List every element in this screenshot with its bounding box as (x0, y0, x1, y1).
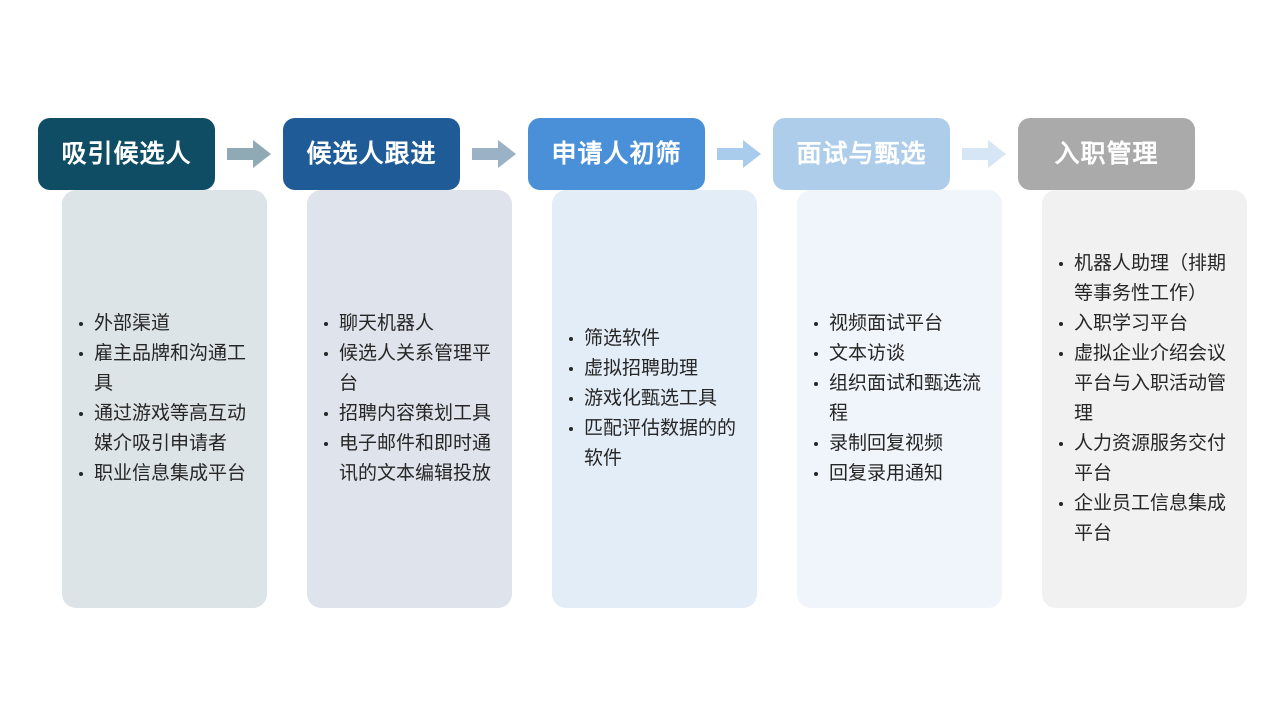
stage-item-list-onboarding-management: 机器人助理（排期等事务性工作）入职学习平台虚拟企业介绍会议平台与入职活动管理人力… (1052, 249, 1237, 549)
list-item: 人力资源服务交付平台 (1052, 429, 1237, 489)
stage-column-interview-selection: 视频面试平台文本访谈组织面试和甄选流程录制回复视频回复录用通知 面试与甄选 (773, 0, 1006, 720)
stage-column-onboarding-management: 机器人助理（排期等事务性工作）入职学习平台虚拟企业介绍会议平台与入职活动管理人力… (1018, 0, 1247, 720)
list-item: 虚拟招聘助理 (562, 354, 747, 384)
stage-item-list-interview-selection: 视频面试平台文本访谈组织面试和甄选流程录制回复视频回复录用通知 (807, 309, 992, 489)
list-item: 录制回复视频 (807, 429, 992, 459)
stage-header-onboarding-management[interactable]: 入职管理 (1018, 118, 1195, 190)
stage-column-candidate-followup: 聊天机器人候选人关系管理平台招聘内容策划工具电子邮件和即时通讯的文本编辑投放候选… (283, 0, 516, 720)
right-arrow-icon (227, 139, 271, 169)
right-arrow-icon (472, 139, 516, 169)
stage-column-applicant-screening: 筛选软件虚拟招聘助理游戏化甄选工具匹配评估数据的的软件 申请人初筛 (528, 0, 761, 720)
list-item: 匹配评估数据的的软件 (562, 414, 747, 474)
list-item: 机器人助理（排期等事务性工作） (1052, 249, 1237, 309)
stage-item-list-candidate-followup: 聊天机器人候选人关系管理平台招聘内容策划工具电子邮件和即时通讯的文本编辑投放 (317, 309, 502, 489)
right-arrow-icon (717, 139, 761, 169)
list-item: 游戏化甄选工具 (562, 384, 747, 414)
list-item: 雇主品牌和沟通工具 (72, 339, 257, 399)
list-item: 职业信息集成平台 (72, 459, 257, 489)
list-item: 筛选软件 (562, 324, 747, 354)
stage-header-attract-candidates[interactable]: 吸引候选人 (38, 118, 215, 190)
stage-header-label: 候选人跟进 (306, 139, 437, 168)
list-item: 电子邮件和即时通讯的文本编辑投放 (317, 429, 502, 489)
stage-body-panel-applicant-screening: 筛选软件虚拟招聘助理游戏化甄选工具匹配评估数据的的软件 (552, 190, 757, 608)
stage-item-list-applicant-screening: 筛选软件虚拟招聘助理游戏化甄选工具匹配评估数据的的软件 (562, 324, 747, 474)
stage-body-panel-candidate-followup: 聊天机器人候选人关系管理平台招聘内容策划工具电子邮件和即时通讯的文本编辑投放 (307, 190, 512, 608)
stage-item-list-attract-candidates: 外部渠道雇主品牌和沟通工具通过游戏等高互动媒介吸引申请者职业信息集成平台 (72, 309, 257, 489)
stage-header-label: 吸引候选人 (61, 139, 192, 168)
right-arrow-icon (962, 139, 1006, 169)
stage-body-panel-onboarding-management: 机器人助理（排期等事务性工作）入职学习平台虚拟企业介绍会议平台与入职活动管理人力… (1042, 190, 1247, 608)
stage-header-candidate-followup[interactable]: 候选人跟进 (283, 118, 460, 190)
list-item: 文本访谈 (807, 339, 992, 369)
list-item: 企业员工信息集成平台 (1052, 489, 1237, 549)
list-item: 回复录用通知 (807, 459, 992, 489)
stage-body-panel-interview-selection: 视频面试平台文本访谈组织面试和甄选流程录制回复视频回复录用通知 (797, 190, 1002, 608)
list-item: 组织面试和甄选流程 (807, 369, 992, 429)
stage-column-attract-candidates: 外部渠道雇主品牌和沟通工具通过游戏等高互动媒介吸引申请者职业信息集成平台 吸引候选… (38, 0, 271, 720)
list-item: 候选人关系管理平台 (317, 339, 502, 399)
list-item: 通过游戏等高互动媒介吸引申请者 (72, 399, 257, 459)
stage-header-applicant-screening[interactable]: 申请人初筛 (528, 118, 705, 190)
list-item: 入职学习平台 (1052, 309, 1237, 339)
stage-header-label: 面试与甄选 (796, 139, 927, 168)
stage-header-interview-selection[interactable]: 面试与甄选 (773, 118, 950, 190)
list-item: 招聘内容策划工具 (317, 399, 502, 429)
list-item: 虚拟企业介绍会议平台与入职活动管理 (1052, 339, 1237, 429)
list-item: 外部渠道 (72, 309, 257, 339)
stage-body-panel-attract-candidates: 外部渠道雇主品牌和沟通工具通过游戏等高互动媒介吸引申请者职业信息集成平台 (62, 190, 267, 608)
stage-header-label: 入职管理 (1054, 139, 1159, 168)
stage-header-label: 申请人初筛 (551, 139, 682, 168)
list-item: 视频面试平台 (807, 309, 992, 339)
list-item: 聊天机器人 (317, 309, 502, 339)
